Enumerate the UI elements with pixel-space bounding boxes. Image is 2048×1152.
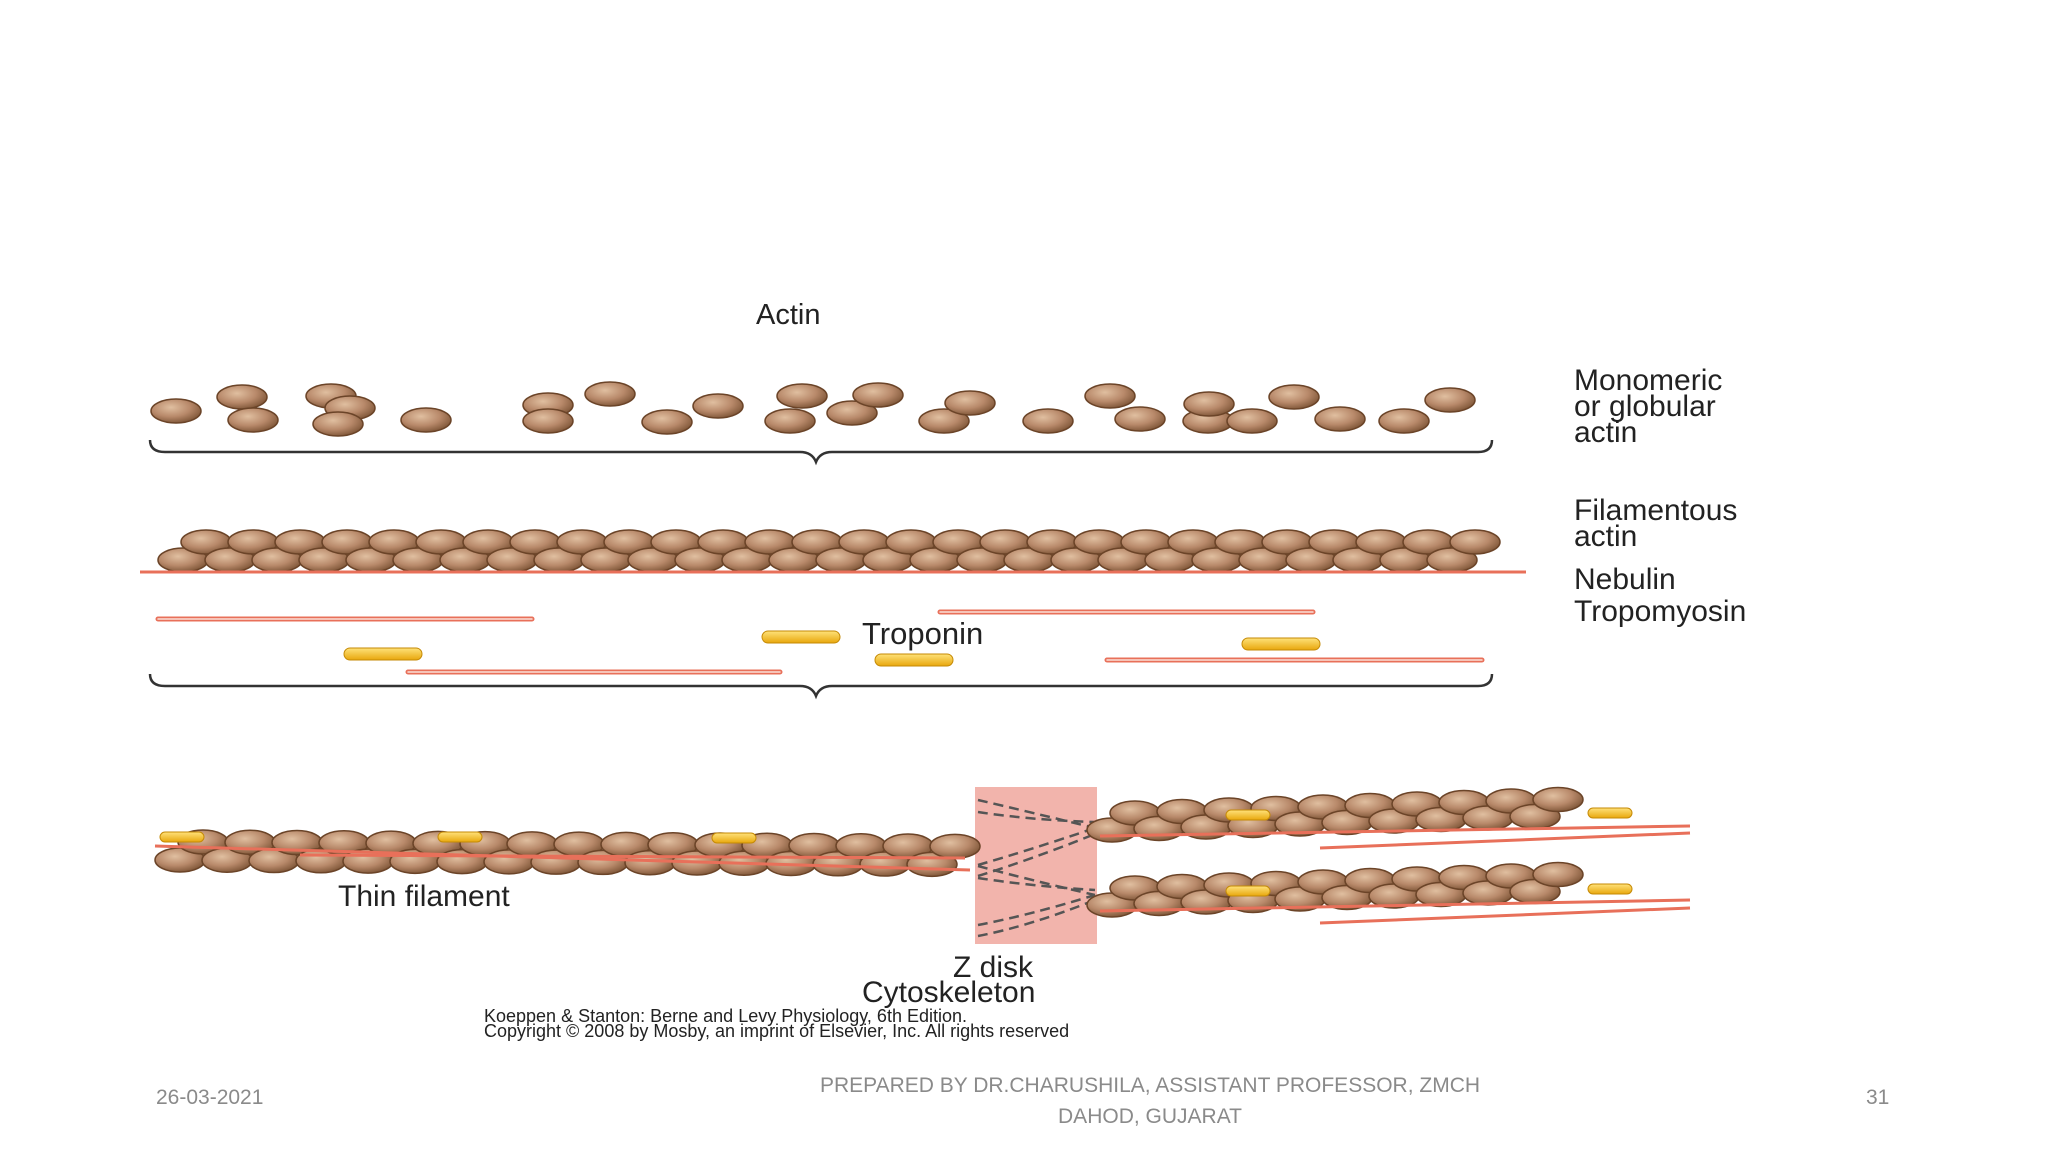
troponin-label: Troponin [862, 616, 983, 651]
actin-bead [312, 411, 364, 437]
credit-line-2: Copyright © 2008 by Mosby, an imprint of… [484, 1021, 1069, 1041]
monomeric-actin-beads [150, 381, 1476, 437]
actin-bead [918, 408, 970, 434]
troponin-unit [1587, 883, 1633, 895]
tropomyosin-strand [1099, 824, 1691, 838]
thin-filament-right-bottom [1086, 861, 1691, 925]
troponin-unit [711, 832, 757, 844]
actin-bead [1378, 408, 1430, 434]
slide-number: 31 [1866, 1086, 1890, 1109]
actin-bead [1268, 384, 1320, 410]
monomeric-label-line1: Monomeric [1574, 364, 1722, 397]
actin-bead [929, 833, 981, 860]
cytoskeleton-label: Cytoskeleton [862, 976, 1035, 1009]
filamentous-actin-beads [157, 529, 1501, 573]
actin-bead [1226, 408, 1278, 434]
troponin-unit [1587, 807, 1633, 819]
tropomyosin-strand [1319, 906, 1691, 925]
tropomyosin-strand [1319, 831, 1691, 850]
tropomyosin-strands [155, 609, 1485, 675]
tropomyosin-strand [154, 844, 971, 872]
actin-bead [764, 408, 816, 434]
actin-bead [944, 390, 996, 416]
troponin-unit [1225, 885, 1271, 897]
actin-bead [1314, 406, 1366, 432]
z-disk [975, 787, 1097, 944]
actin-bead [1424, 387, 1476, 413]
tropomyosin-strand [1099, 898, 1691, 913]
monomeric-brace [148, 439, 1494, 466]
troponin-unit [159, 831, 205, 843]
actin-label: Actin [756, 299, 820, 331]
thin-filament-left [154, 829, 981, 878]
actin-bead [641, 409, 693, 435]
troponin-unit [437, 831, 483, 843]
actin-bead [1183, 391, 1235, 417]
actin-bead [776, 383, 828, 409]
actin-bead [852, 382, 904, 408]
footer-author: PREPARED BY DR.CHARUSHILA, ASSISTANT PRO… [650, 1070, 1650, 1132]
nebulin-label: Nebulin [1574, 563, 1676, 596]
actin-bead [584, 381, 636, 407]
filament-brace [148, 673, 1494, 700]
actin-bead [1532, 786, 1584, 813]
footer-author-line2: DAHOD, GUJARAT [1058, 1105, 1242, 1128]
troponin-unit [1225, 809, 1271, 821]
monomeric-label-line2: or globular [1574, 390, 1716, 423]
actin-bead [150, 398, 202, 424]
actin-bead [826, 400, 878, 426]
actin-bead [227, 407, 279, 433]
tropomyosin-label: Tropomyosin [1574, 595, 1746, 628]
filamentous-label-line1: Filamentous [1574, 494, 1737, 527]
footer-author-line1: PREPARED BY DR.CHARUSHILA, ASSISTANT PRO… [819, 1074, 1481, 1097]
actin-bead [1532, 861, 1584, 888]
actin-bead [1084, 383, 1136, 409]
actin-bead [1022, 408, 1074, 434]
actin-bead [1114, 406, 1166, 432]
monomeric-label-line3: actin [1574, 416, 1637, 449]
tropomyosin-strand [299, 853, 966, 860]
cytoskeleton-lines [977, 798, 1096, 938]
thin-filament-label: Thin filament [338, 880, 510, 913]
filamentous-label-line2: actin [1574, 520, 1637, 553]
thin-filament-right-top [1086, 786, 1691, 850]
troponin-units [343, 630, 1321, 667]
actin-bead [216, 384, 268, 410]
credit-line-1: Koeppen & Stanton: Berne and Levy Physio… [484, 1006, 967, 1026]
actin-bead [400, 407, 452, 433]
actin-bead [522, 408, 574, 434]
z-disk-label: Z disk [953, 951, 1034, 984]
actin-bead [1449, 529, 1501, 555]
actin-bead [692, 393, 744, 419]
footer-date: 26-03-2021 [156, 1086, 264, 1109]
